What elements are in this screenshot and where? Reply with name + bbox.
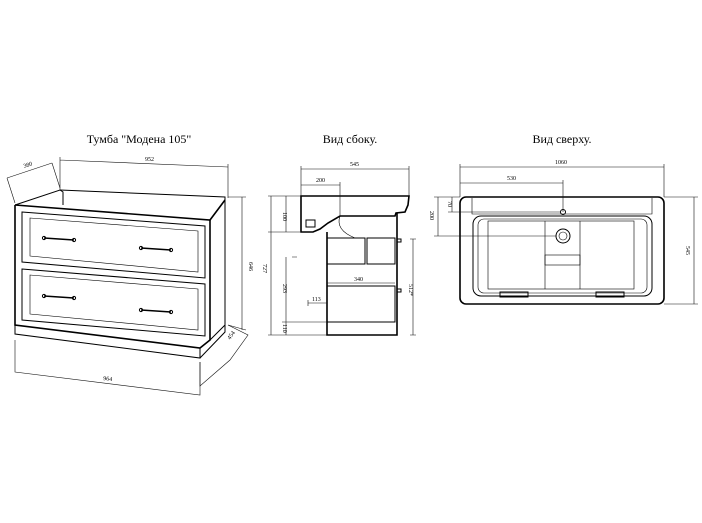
top-view-title: Вид сверху. [532,132,591,146]
top-dim-half-line [460,180,564,212]
dim-top-depth: 380 [23,161,33,169]
dim-height: 646 [247,262,253,271]
drawer-bottom-inner [29,274,199,331]
side-dim-heights-line [268,195,327,336]
siphon-curve [338,215,356,239]
drain-fitting [305,219,316,228]
drain-circle-outer [555,228,571,244]
foot-left [499,291,529,298]
cabinet-back-edge [59,189,226,200]
handle-bottom-right [138,307,174,315]
side-dim-total-height: 727 [261,264,267,273]
basin-outer-outline [459,196,665,305]
top-dim-depth-line [664,196,698,305]
side-dim-right-line [410,238,416,336]
dim-base-depth: 454 [227,330,237,341]
cabinet-right-side [209,198,226,341]
side-view: 545 200 100 727 293 110 340 113 512* [261,162,416,336]
drawer-top-inner [29,217,199,273]
side-handle-bottom [396,288,402,293]
upper-drawer-back [366,237,396,265]
side-dim-mid-height: 293 [281,284,287,293]
dim-top-width: 952 [145,157,154,163]
dim-line-base-depth [199,324,249,387]
side-dim-right-height: 512* [407,284,413,296]
top-dim-width-line [459,164,665,197]
dim-line-height [227,196,247,331]
side-dim-bottom-height: 110 [281,324,287,333]
side-cabinet-body [326,213,398,336]
side-dim-left-ticks [282,196,327,335]
side-handle-top [396,238,402,243]
top-dim-half-width: 530 [507,176,516,182]
top-dim-offset-small-line [448,197,560,213]
basin-profile [300,195,410,233]
side-dim-top-offset: 100 [281,212,287,221]
cabinet-left-top [14,189,64,206]
drawer-top [21,211,206,279]
top-view: 1060 530 70 200 545 [428,160,698,305]
top-dim-width: 1060 [555,160,567,166]
side-dim-overhang: 200 [316,178,325,184]
tap-deck-line [471,198,653,215]
side-dim-width: 545 [350,162,359,168]
top-dim-depth: 545 [684,246,690,255]
handle-top-left [41,235,77,243]
top-dim-offset: 200 [428,211,434,220]
side-view-title: Вид сбоку. [323,132,378,146]
drawer-bottom [21,268,206,337]
top-dim-offset-small: 70 [446,201,452,207]
drain-circle-inner [558,231,568,241]
side-dim-shelf-depth: 340 [354,277,363,283]
dim-line-top-width [59,157,229,198]
siphon-box [544,254,581,266]
cabinet-plinth [14,325,226,359]
side-dim-width-line [300,166,410,196]
side-dim-shelf-offset: 113 [312,297,321,303]
upper-drawer-box [326,237,366,265]
cabinet-footprint [487,220,635,290]
cabinet-top-edge [14,199,226,221]
dim-line-top-depth [6,162,61,204]
handle-top-right [138,245,174,253]
top-dim-offset-line [434,196,556,237]
basin-bowl-rim [477,218,648,294]
lower-drawer-box [326,285,396,323]
handle-bottom-left [41,293,77,301]
side-dim-overhang-line [301,182,341,216]
basin-inner-bowl [472,215,653,297]
side-dim-offset-line [307,300,327,306]
foot-right [595,291,625,298]
dim-base-width: 964 [103,376,113,383]
dim-line-base-width [14,340,201,396]
perspective-view-title: Тумба "Модена 105" [87,132,192,146]
perspective-view: 952 380 646 964 454 [6,157,253,396]
